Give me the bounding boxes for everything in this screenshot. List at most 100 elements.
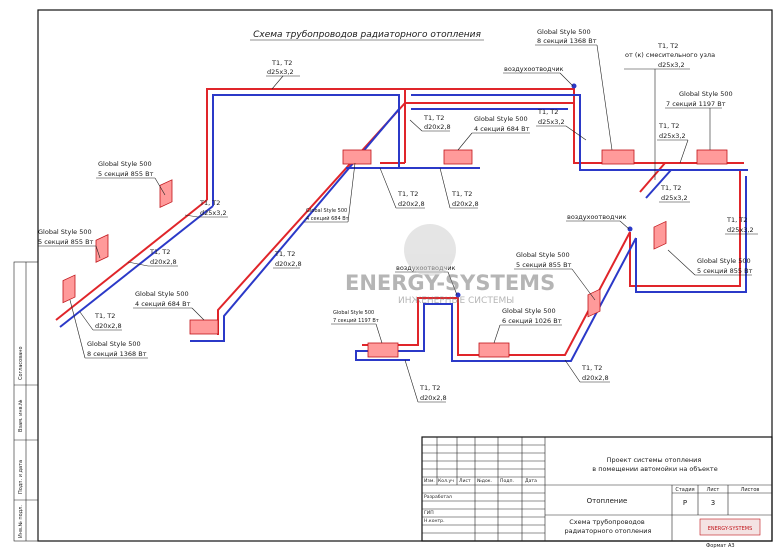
- col-header-date: Дата: [525, 478, 537, 484]
- radiator-icon: [189, 319, 219, 335]
- role-chief-engineer: ГИП: [424, 510, 434, 516]
- sheet-header: Лист: [707, 487, 720, 493]
- pipe-label-d25: d25x3,2: [659, 132, 686, 140]
- radiator-desc: 7 секций 1197 Вт: [333, 317, 379, 324]
- pipe-label-d20: d20x2,8: [150, 258, 177, 266]
- watermark-tagline: ИНЖЕНЕРНЫЕ СИСТЕМЫ: [398, 296, 514, 306]
- stage-header: Стадия: [675, 487, 694, 493]
- radiator-icon: [653, 220, 667, 250]
- pipe-label-t1t2: T1, T2: [658, 122, 679, 130]
- pipe-label-t1t2: T1, T2: [149, 248, 170, 256]
- air-vent-icon: [627, 226, 633, 232]
- radiator-model: Global Style 500: [135, 290, 189, 298]
- role-norm-control: Н.контр.: [424, 518, 445, 524]
- pipe-label-d20: d20x2,8: [582, 374, 609, 382]
- pipe-label-d20: d20x2,8: [452, 200, 479, 208]
- mixing-node-label: от (к) смесительного узла: [625, 51, 715, 59]
- sheet-title: Схема трубопроводов радиаторного отоплен…: [565, 518, 652, 535]
- radiator-desc: 8 секций 1368 Вт: [537, 37, 597, 45]
- air-vent-label: воздухоотводчик: [567, 213, 627, 221]
- drawing-title: Схема трубопроводов радиаторного отоплен…: [253, 30, 481, 40]
- radiator-icon: [443, 149, 473, 165]
- watermark: ENERGY-SYSTEMS ИНЖЕНЕРНЫЕ СИСТЕМЫ: [345, 224, 555, 306]
- sheets-header: Листов: [741, 487, 760, 493]
- radiator-model: Global Style 500: [98, 160, 152, 168]
- pipe-label-t1t2: T1, T2: [419, 384, 440, 392]
- side-stamp-sign-date: Подп. и дата: [18, 460, 24, 494]
- format-value: А3: [728, 543, 735, 549]
- radiator-desc: 5 секций 855 Вт: [697, 267, 753, 275]
- radiator-desc: 4 секций 684 Вт: [306, 215, 349, 222]
- pipe-label-t1t2: T1, T2: [271, 59, 292, 67]
- radiator-model: Global Style 500: [474, 115, 528, 123]
- pipe-label-t1t2: T1, T2: [397, 190, 418, 198]
- pipe-label-d20: d20x2,8: [95, 322, 122, 330]
- stage-value: Р: [683, 499, 687, 507]
- company-logo: [699, 518, 761, 536]
- pipe-label-d20: d20x2,8: [420, 394, 447, 402]
- air-vent-icon: [571, 83, 577, 89]
- radiator-icon: [62, 274, 76, 304]
- project-name: Проект системы отопления в помещении авт…: [592, 456, 717, 473]
- air-vent-label: воздухоотводчик: [504, 65, 564, 73]
- pipe-label-t1t2: T1, T2: [94, 312, 115, 320]
- pipe-label-d20: d20x2,8: [275, 260, 302, 268]
- pipe-label-t1t2: T1, T2: [451, 190, 472, 198]
- radiator-model: Global Style 500: [537, 28, 591, 36]
- radiator-icon: [159, 179, 173, 208]
- side-stamp-replace-inv: Взам. инв.№: [18, 399, 24, 432]
- radiator-icon: [342, 149, 372, 165]
- radiator-icon: [601, 149, 635, 165]
- radiator-model: Global Style 500: [516, 251, 570, 259]
- side-stamp-agreed: Согласовано: [18, 346, 24, 380]
- radiator-model: Global Style 500: [333, 310, 374, 316]
- col-header-doc: №док.: [477, 478, 492, 484]
- radiator-model: Global Style 500: [87, 340, 141, 348]
- pipe-label-d20: d20x2,8: [398, 200, 425, 208]
- radiator-desc: 4 секций 684 Вт: [474, 125, 530, 133]
- side-stamp-inv-original: Инв.№ подл.: [18, 505, 24, 538]
- radiator-icon: [478, 342, 510, 358]
- radiator-desc: 8 секций 1368 Вт: [87, 350, 147, 358]
- radiator-icon: [95, 234, 109, 263]
- radiator-model: Global Style 500: [38, 228, 92, 236]
- mixing-pipe-t1t2: T1, T2: [657, 42, 678, 50]
- radiator-icon: [696, 149, 728, 165]
- pipe-label-d25: d25x3,2: [200, 209, 227, 217]
- pipe-label-d20: d20x2,8: [424, 123, 451, 131]
- radiator-model: Global Style 500: [697, 257, 751, 265]
- pipe-label-t1t2: T1, T2: [537, 108, 558, 116]
- col-header-count: Кол.уч: [438, 478, 454, 484]
- radiator-desc: 6 секций 1026 Вт: [502, 317, 562, 325]
- radiator-desc: 4 секций 684 Вт: [135, 300, 191, 308]
- pipe-label-d25: d25x3,2: [538, 118, 565, 126]
- role-developer: Разработал: [424, 494, 452, 500]
- company-logo-text: ENERGY-SYSTEMS: [708, 526, 753, 532]
- pipe-label-t1t2: T1, T2: [423, 114, 444, 122]
- pipe-label-t1t2: T1, T2: [726, 216, 747, 224]
- watermark-brand: ENERGY-SYSTEMS: [345, 271, 555, 295]
- pipe-label-d25: d25x3,2: [267, 68, 294, 76]
- section-name: Отопление: [587, 497, 628, 505]
- pipe-label-t1t2: T1, T2: [199, 199, 220, 207]
- radiator-model: Global Style 500: [502, 307, 556, 315]
- radiator-model: Global Style 500: [679, 90, 733, 98]
- side-stamp: Согласовано Взам. инв.№ Подп. и дата Инв…: [13, 261, 39, 542]
- radiator-desc: 5 секций 855 Вт: [38, 238, 94, 246]
- pipe-label-d25: d25x3,2: [727, 226, 754, 234]
- mixing-pipe-d25: d25x3,2: [658, 61, 685, 69]
- col-header-sheet: Лист: [459, 478, 471, 484]
- radiator-desc: 7 секций 1197 Вт: [666, 100, 726, 108]
- col-header-sign: Подп.: [500, 478, 514, 484]
- radiator-model: Global Style 500: [306, 208, 347, 214]
- radiator-desc: 5 секций 855 Вт: [98, 170, 154, 178]
- format-label: Формат: [706, 543, 726, 549]
- pipe-label-t1t2: T1, T2: [660, 184, 681, 192]
- sheet-value: 3: [711, 499, 715, 507]
- col-header-change: Изм.: [424, 478, 435, 484]
- engineer-logo-icon: [404, 224, 456, 276]
- pipe-label-d25: d25x3,2: [661, 194, 688, 202]
- radiator-desc: 5 секций 855 Вт: [516, 261, 572, 269]
- pipe-label-t1t2: T1, T2: [581, 364, 602, 372]
